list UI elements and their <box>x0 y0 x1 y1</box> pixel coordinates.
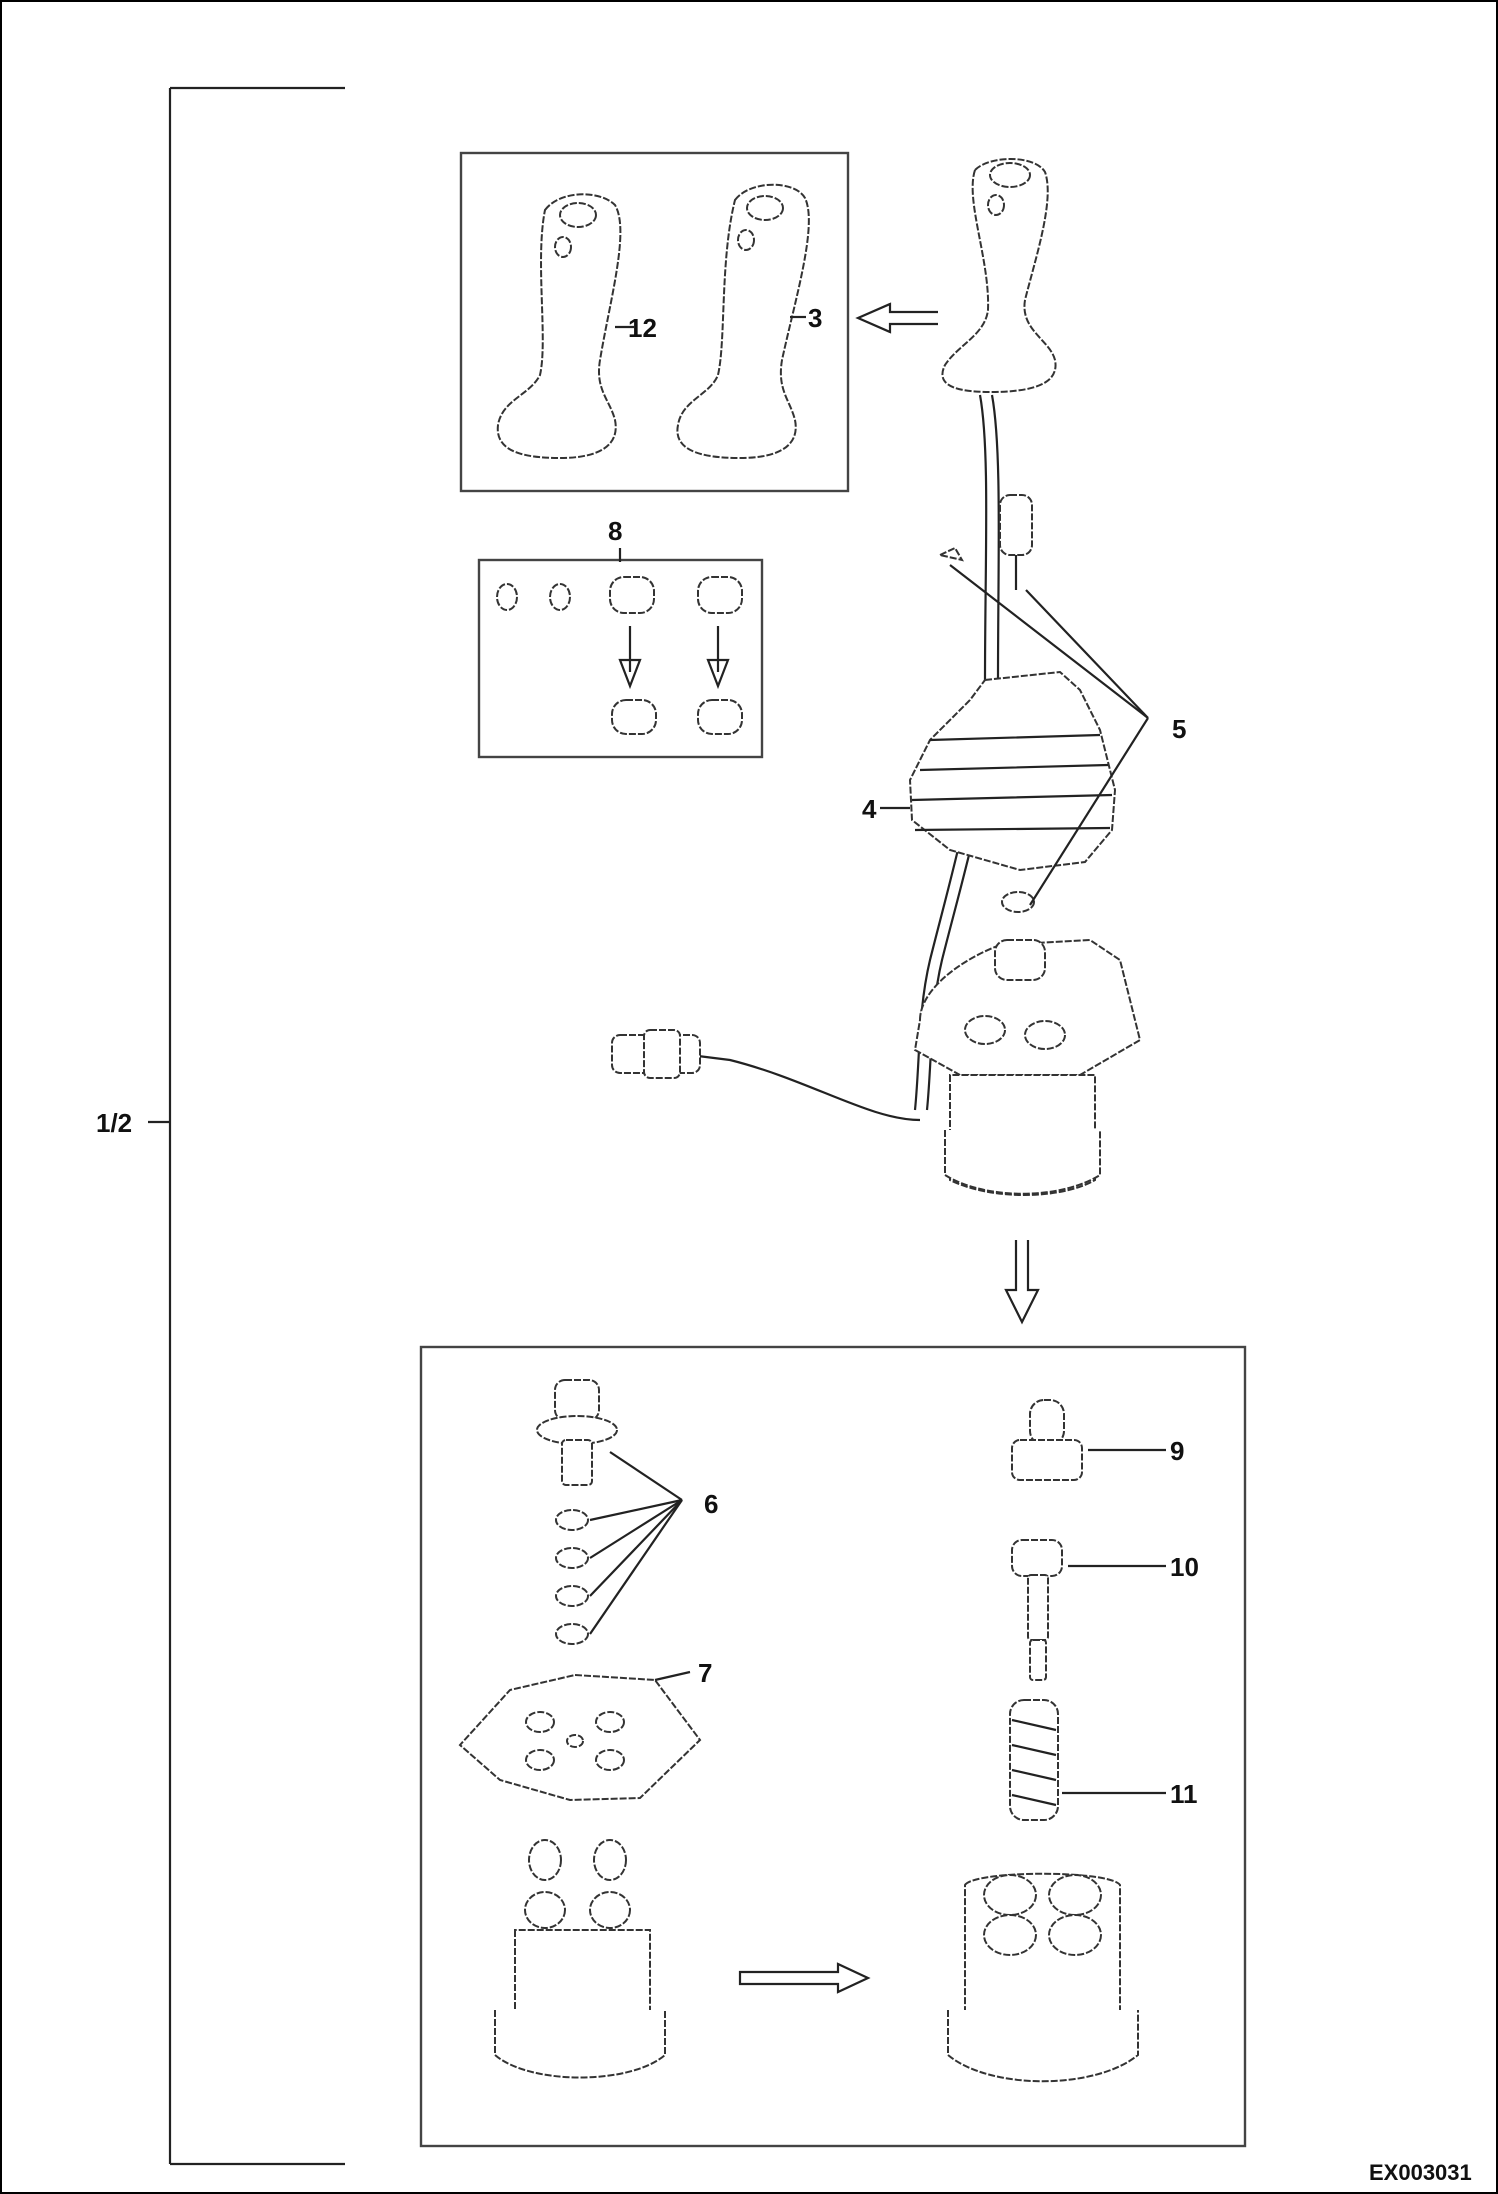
handle-12 <box>496 193 622 460</box>
arrow-right <box>738 1962 871 1994</box>
label-11: 11 <box>1170 1779 1198 1809</box>
label-10: 10 <box>1170 1552 1199 1582</box>
handle-options-box <box>459 151 850 493</box>
parts-8 <box>496 576 743 735</box>
range-bracket <box>148 86 345 2166</box>
leaders-5 <box>949 564 1149 906</box>
label-6: 6 <box>704 1489 718 1519</box>
drawing-code: EX003031 <box>1369 2160 1472 2185</box>
label-range: 1/2 <box>96 1108 132 1138</box>
part-10 <box>1011 1539 1063 1681</box>
housing-empty <box>947 1872 1139 2083</box>
part-6 <box>536 1379 618 1645</box>
label-4: 4 <box>862 794 877 824</box>
housing-assembly <box>494 1839 666 2079</box>
arrow-down <box>1004 1240 1040 1325</box>
leaders-6 <box>589 1451 683 1635</box>
part-9 <box>1011 1399 1083 1481</box>
label-3: 3 <box>808 303 822 333</box>
disassembly-box <box>419 1345 1247 2148</box>
label-9: 9 <box>1170 1436 1184 1466</box>
joystick-assembly <box>611 158 1142 1196</box>
label-12: 12 <box>628 313 657 343</box>
part-11 <box>1009 1699 1059 1821</box>
arrow-left <box>855 302 938 334</box>
label-5: 5 <box>1172 714 1186 744</box>
label-7: 7 <box>698 1658 712 1688</box>
label-8: 8 <box>608 516 622 546</box>
handle-3 <box>676 183 810 460</box>
part-7 <box>458 1673 702 1802</box>
